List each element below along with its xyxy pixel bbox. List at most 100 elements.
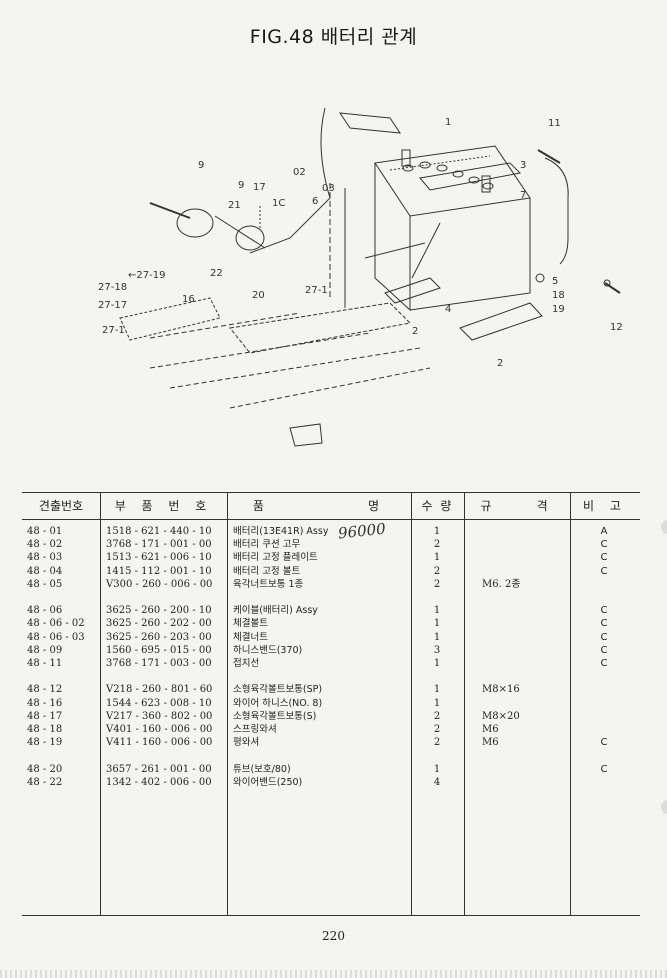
cell-quantity: 1 (433, 697, 441, 709)
cell-note: A (600, 526, 608, 537)
cushion-rubber-2 (459, 302, 543, 341)
cell-note: C (600, 763, 608, 775)
scan-edge (0, 970, 667, 978)
table-row: 48 - 06 - 03 3625 - 260 - 203 - 00 체결너트 1 C (22, 631, 640, 644)
cell-note: C (600, 658, 608, 669)
cell-note: C (600, 605, 608, 617)
cell-part-name: 스프링와셔 (233, 724, 277, 735)
cell-part-name: 튜브(보호/80) (233, 763, 291, 775)
table-row: 48 - 12 V218 - 260 - 801 - 60 소형육각볼트보통(SP)… (22, 683, 640, 696)
cell-index-no: 48 - 06 (27, 605, 63, 617)
column-divider (570, 493, 571, 915)
svg-text:18: 18 (552, 290, 565, 301)
svg-text:16: 16 (182, 294, 195, 305)
cell-spec: M6 (482, 724, 499, 735)
header-spec: 규 격 (480, 499, 554, 513)
cell-part-number: V411 - 160 - 006 - 00 (106, 737, 213, 749)
cell-index-no: 48 - 17 (27, 710, 63, 722)
cell-quantity: 2 (433, 578, 441, 590)
cell-quantity: 3 (433, 644, 441, 656)
cell-part-number: 1544 - 623 - 008 - 10 (106, 697, 212, 709)
cell-part-number: 3625 - 260 - 200 - 10 (106, 605, 212, 617)
cell-quantity: 4 (433, 776, 441, 788)
cell-index-no: 48 - 04 (27, 565, 63, 577)
battery-cable (249, 107, 331, 254)
cell-index-no: 48 - 12 (27, 684, 63, 696)
cell-part-number: V218 - 260 - 801 - 60 (106, 684, 213, 696)
table-row (22, 591, 640, 604)
cell-index-no: 48 - 06 - 03 (27, 631, 85, 643)
cell-part-name: 체결볼트 (233, 618, 268, 630)
cell-part-number: 1342 - 402 - 006 - 00 (106, 776, 212, 788)
cell-part-name: 평와셔 (233, 737, 260, 749)
cell-note: C (600, 539, 608, 551)
svg-text:19: 19 (552, 304, 565, 315)
svg-text:2: 2 (497, 358, 503, 369)
svg-text:5: 5 (552, 276, 558, 287)
cell-quantity: 1 (433, 605, 441, 617)
cell-part-name: 체결너트 (233, 631, 268, 643)
cell-part-name: 하니스밴드(370) (233, 644, 303, 656)
cell-part-name: 소형육각볼트보통(SP) (233, 684, 323, 696)
cell-quantity: 1 (433, 552, 441, 564)
cell-part-number: 1415 - 112 - 001 - 10 (106, 565, 212, 577)
cell-quantity: 1 (433, 618, 441, 630)
cell-index-no: 48 - 22 (27, 776, 63, 788)
fixing-bolt (364, 242, 426, 259)
cell-part-number: 3625 - 260 - 203 - 00 (106, 631, 212, 643)
cell-part-number: 3657 - 261 - 001 - 00 (106, 763, 212, 775)
table-row (22, 670, 640, 683)
svg-text:03: 03 (322, 183, 335, 194)
cell-part-number: 3625 - 260 - 202 - 00 (106, 618, 212, 630)
cell-quantity: 1 (433, 526, 441, 537)
column-divider (411, 493, 412, 915)
column-divider (100, 493, 101, 915)
cell-quantity: 1 (433, 658, 441, 669)
cell-quantity: 2 (433, 710, 441, 722)
cell-note: C (600, 631, 608, 643)
cell-index-no: 48 - 09 (27, 644, 63, 656)
cell-part-number: 1518 - 621 - 440 - 10 (106, 526, 212, 537)
page-number: 220 (322, 929, 345, 943)
cell-quantity: 2 (433, 539, 441, 551)
cell-index-no: 48 - 11 (27, 658, 63, 669)
table-header: 견출번호 부 품 번 호 품 명 수 량 규 격 비 고 (22, 493, 640, 520)
cell-spec: M8×20 (482, 710, 520, 722)
cell-part-number: 3768 - 171 - 001 - 00 (106, 539, 212, 551)
column-divider (464, 493, 465, 915)
cell-note: C (600, 565, 608, 577)
cell-index-no: 48 - 05 (27, 578, 63, 590)
svg-text:02: 02 (293, 167, 306, 178)
cell-spec: M8×16 (482, 684, 520, 696)
svg-text:11: 11 (548, 118, 561, 129)
header-index-no: 견출번호 (38, 499, 84, 513)
cell-index-no: 48 - 16 (27, 697, 63, 709)
battery-top (374, 145, 531, 217)
cell-note: C (600, 737, 608, 749)
svg-text:1: 1 (445, 117, 451, 128)
cell-index-no: 48 - 02 (27, 539, 63, 551)
cell-quantity: 1 (433, 631, 441, 643)
svg-text:1C: 1C (272, 198, 285, 209)
svg-text:9: 9 (238, 180, 244, 191)
cell-part-name: 케이블(배터리) Assy (233, 605, 318, 617)
svg-text:9: 9 (198, 160, 204, 171)
terminal-boot (176, 208, 214, 238)
table-row (22, 749, 640, 762)
cell-part-name: 배터리 고정 볼트 (233, 565, 301, 577)
svg-text:2: 2 (412, 326, 418, 337)
exploded-parts-diagram: 9 9 17 1C 21 02 03 6 1 11 3 7 5 18 19 12… (90, 88, 650, 468)
